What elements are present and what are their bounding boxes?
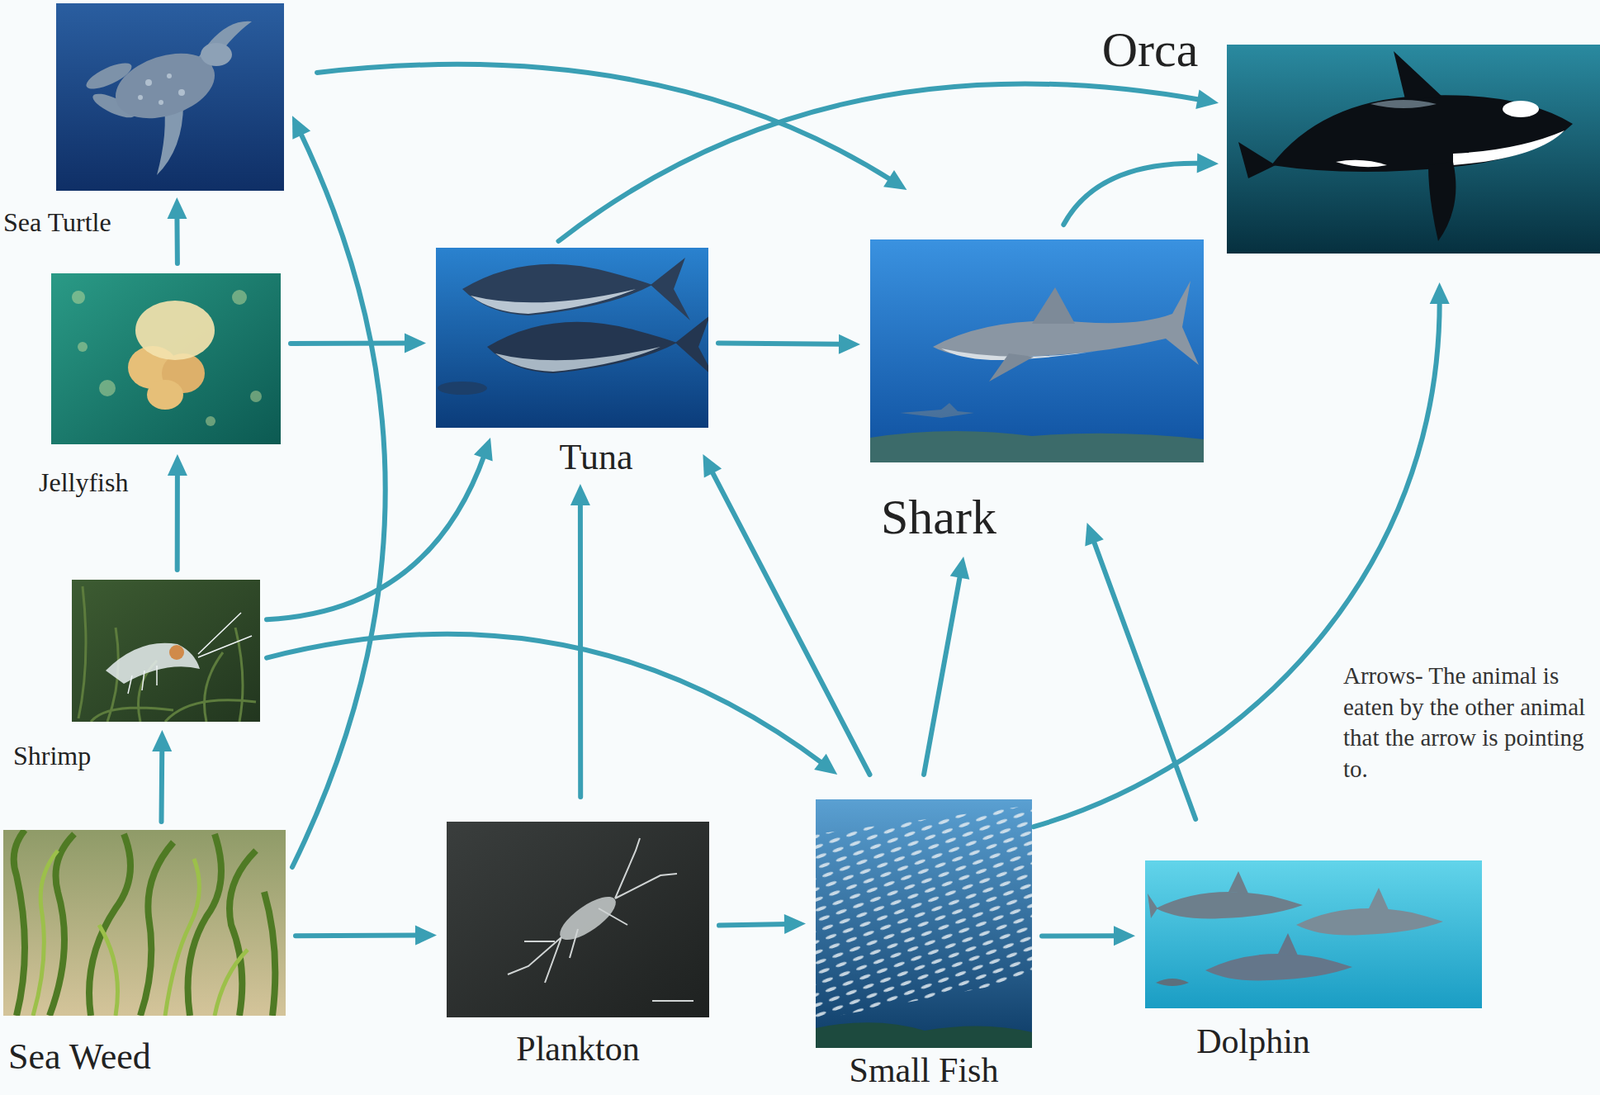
arrow-head [473, 437, 493, 462]
photo-node: Plankton [446, 821, 710, 1018]
seaweed-photo [3, 829, 286, 1016]
photo-node: Jellyfish [51, 273, 281, 445]
food-arrow [718, 334, 861, 355]
arrow-line [174, 213, 180, 264]
food-arrow [295, 925, 437, 946]
food-arrow [266, 634, 838, 775]
arrow-line [719, 923, 790, 926]
food-arrow [1084, 522, 1196, 819]
food-arrow [558, 83, 1220, 242]
arrow-line [1093, 538, 1197, 819]
photo-node: Shrimp [71, 579, 261, 722]
food-arrow [167, 454, 188, 570]
photo-node: Orca [1226, 44, 1600, 254]
node-label: Orca [1102, 21, 1199, 79]
plankton-photo [446, 821, 710, 1018]
food-arrow [923, 556, 970, 775]
node-label: Tuna [559, 436, 634, 479]
arrow-head [838, 334, 861, 355]
arrow-line [718, 343, 844, 345]
food-arrow [266, 437, 493, 620]
photo-node: Shark [870, 239, 1204, 463]
food-arrow [1063, 153, 1219, 225]
photo-node: Sea Weed [3, 829, 286, 1016]
arrow-head [1429, 282, 1450, 304]
small-fish-photo [815, 799, 1032, 1048]
food-arrow [702, 454, 870, 775]
arrow-head [784, 913, 806, 934]
arrow-line [159, 746, 166, 822]
food-arrow [317, 64, 907, 190]
arrow-head [883, 170, 907, 190]
arrow-head [292, 115, 311, 140]
arrow-head [415, 925, 437, 946]
food-arrow [290, 333, 427, 354]
node-label: Dolphin [1196, 1021, 1311, 1061]
arrow-line [558, 83, 1203, 242]
photo-node: Sea Turtle [56, 3, 285, 191]
arrow-head [950, 556, 971, 580]
arrow-head [814, 753, 838, 775]
arrow-head [404, 333, 427, 354]
arrow-line [577, 500, 583, 797]
arrow-head [1195, 89, 1219, 110]
arrow-line [923, 572, 961, 775]
jellyfish-photo [51, 273, 281, 445]
arrow-head [1084, 522, 1104, 547]
photo-node: Small Fish [815, 799, 1032, 1048]
arrow-line [175, 470, 180, 570]
arrow-head [167, 454, 188, 476]
food-arrow [719, 913, 806, 934]
food-arrow [151, 729, 172, 822]
tuna-photo [435, 247, 709, 428]
orca-photo [1226, 44, 1600, 254]
arrow-line [266, 453, 485, 620]
arrow-head [570, 483, 591, 506]
shrimp-photo [71, 579, 261, 722]
node-label: Sea Turtle [3, 207, 112, 238]
food-arrow [1041, 925, 1136, 946]
food-arrow [167, 197, 188, 264]
note-text: Arrows- The animal is eaten by the other… [1343, 660, 1591, 786]
photo-node: Tuna [435, 247, 709, 428]
sea-turtle-photo [56, 3, 285, 191]
arrow-head [167, 197, 188, 219]
arrow-head [1113, 925, 1136, 946]
shark-photo [870, 239, 1204, 463]
arrow-line [292, 130, 386, 867]
node-label: Sea Weed [8, 1036, 152, 1079]
arrow-line [290, 340, 410, 346]
photo-node: Dolphin [1145, 860, 1482, 1009]
arrow-line [295, 932, 421, 939]
node-label: Small Fish [849, 1050, 999, 1090]
food-arrow [292, 115, 386, 867]
node-label: Shark [880, 488, 997, 546]
node-label: Jellyfish [38, 467, 128, 498]
dolphin-photo [1145, 860, 1482, 1009]
arrow-head [151, 729, 172, 752]
arrow-head [1197, 153, 1219, 174]
node-label: Plankton [515, 1028, 640, 1069]
arrow-line [317, 64, 894, 181]
node-label: Shrimp [13, 740, 91, 772]
arrow-line [1063, 163, 1203, 225]
arrow-head [702, 454, 722, 479]
arrow-line [710, 468, 871, 775]
food-arrow [570, 483, 591, 797]
arrow-line [1041, 932, 1119, 938]
arrow-line [266, 634, 824, 765]
